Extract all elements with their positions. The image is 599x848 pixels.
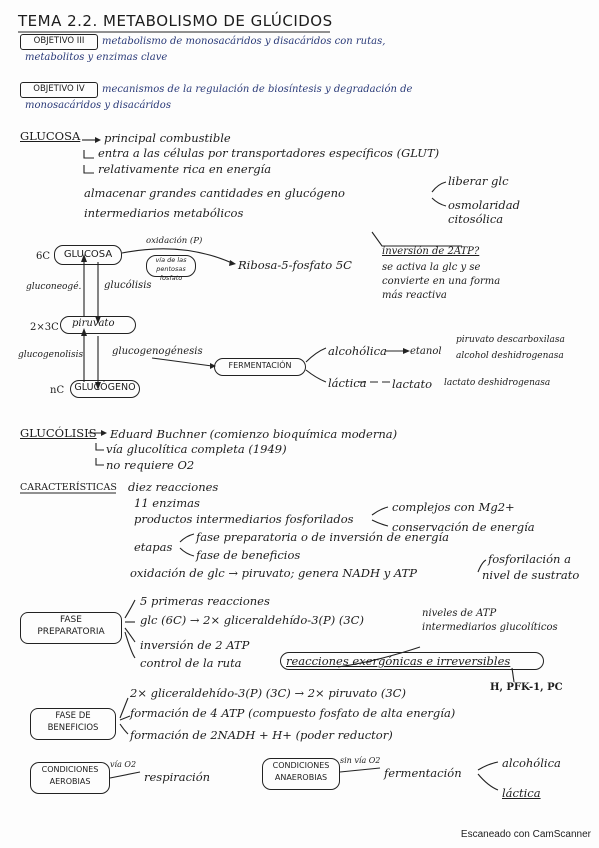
condiciones-anaerobias-label: CONDICIONES ANAEROBIAS [272,761,330,782]
glucolisis-label: glucólisis [104,280,152,291]
fase-beneficios-item: formación de 2NADH + H+ (poder reductor) [130,728,393,742]
fase-preparatoria-item: glc (6C) → 2× gliceraldehído-3(P) (3C) [140,613,364,627]
piruvato-box-label: piruvato [72,318,115,329]
glucogeno-carbon: nC [50,385,65,396]
fase-preparatoria-item: 5 primeras reacciones [140,594,270,608]
piruvato-enzyme: piruvato descarboxilasa [456,335,565,345]
control-enzymes: H, PFK-1, PC [490,682,563,693]
ribosa-label: Ribosa-5-fosfato 5C [238,258,352,272]
fermentacion-label: fermentación [384,766,462,780]
productos-branch-conservacion: conservación de energía [392,520,535,534]
fermentacion-box [214,358,306,376]
etapa-preparatoria: fase preparatoria o de inversión de ener… [196,530,450,544]
niveles-line2: intermediarios glucolíticos [422,622,558,633]
productos-branch-complejos: complejos con Mg2+ [392,500,515,514]
condiciones-anaerobias-box [262,758,340,790]
anaerobias-arrow-label: sin vía O2 [340,756,381,765]
alcohol-enzyme: alcohol deshidrogenasa [456,351,564,361]
reacciones-oval [280,652,544,670]
glucosa-item: relativamente rica en energía [98,162,272,176]
glucolisis-line1: Eduard Buchner (comienzo bioquímica mode… [110,427,398,441]
gluconeogenesis-label: gluconeogé. [26,282,82,292]
inversion-line2: convierte en una forma [382,276,501,287]
aerobias-arrow-label: vía O2 [110,760,137,769]
oxidacion-label: oxidación (P) [146,236,203,246]
glucosa-box-label: GLUCOSA [63,249,113,260]
glucogeno-box [70,380,140,398]
caracteristicas-oxidacion: oxidación de glc → piruvato; genera NADH… [130,566,417,580]
caracteristicas-productos: productos intermediarios fosforilados [134,512,354,526]
lactato-label: lactato [392,377,432,391]
niveles-line1: niveles de ATP [422,608,497,619]
caracteristicas-heading: CARACTERÍSTICAS [20,482,117,493]
piruvato-carbon: 2×3C [30,322,59,333]
cond-alcoholica-label: alcohólica [502,756,561,770]
glucosa-item: entra a las células por transportadores … [98,146,440,160]
caracteristicas-enzimas: 11 enzimas [134,496,200,510]
fosforilacion-line2: nivel de sustrato [482,568,580,582]
glucosa-carbon: 6C [36,251,51,262]
inversion-line3: más reactiva [382,290,447,301]
etanol-label: etanol [410,346,442,357]
scanner-footer: Escaneado con CamScanner [460,829,591,840]
objetivo-3-line2: metabolitos y enzimas clave [25,52,168,63]
objetivo-4-line1: mecanismos de la regulación de biosíntes… [102,84,413,95]
fermentacion-box-label: FERMENTACIÓN [228,361,292,370]
cond-lactica-label: láctica [502,786,541,800]
fase-preparatoria-label: FASE PREPARATORIA [37,615,105,637]
objetivo-4-box [20,82,98,98]
objetivo-4-line2: monosacáridos y disacáridos [25,100,171,111]
piruvato-box [60,316,136,334]
glucogenogenesis-label: glucogenogénesis [112,346,203,357]
glucosa-branch-liberar: liberar glc [448,174,509,188]
glucosa-box [54,245,122,265]
glucosa-branch-osmolaridad: osmolaridad citosólica [448,198,520,226]
pentosas-label: vía de las pentosas fosfato [155,256,187,282]
glucosa-item: principal combustible [104,131,231,145]
lactica-label: láctica [328,376,367,390]
glucolisis-line3: no requiere O2 [106,458,195,472]
caracteristicas-reacciones: diez reacciones [128,480,219,494]
page-title: TEMA 2.2. METABOLISMO DE GLÚCIDOS [18,12,333,30]
glucosa-item: intermediarios metabólicos [84,206,244,220]
reacciones-label: reacciones exergónicas e irreversibles [286,654,511,668]
condiciones-aerobias-label: CONDICIONES AEROBIAS [41,765,99,786]
lactato-enzyme: lactato deshidrogenasa [444,378,551,388]
glucogeno-box-label: GLUCÓGENO [74,382,136,393]
condiciones-aerobias-box [30,762,110,794]
etapa-beneficios: fase de beneficios [196,548,301,562]
glucolisis-heading: GLUCÓLISIS [20,426,97,440]
inversion-title: inversión de 2ATP? [382,246,480,257]
inversion-line1: se activa la glc y se [382,262,481,273]
objetivo-4-label: OBJETIVO IV [33,84,85,94]
objetivo-3-line1: metabolismo de monosacáridos y disacárid… [102,36,386,47]
glucogenolisis-label: glucogenolisis [18,350,84,360]
respiracion-label: respiración [144,770,211,784]
pentosas-box [146,255,196,277]
fosforilacion-line1: fosforilación a [488,552,571,566]
fase-preparatoria-item: inversión de 2 ATP [140,638,250,652]
fase-beneficios-item: formación de 4 ATP (compuesto fosfato de… [130,706,456,720]
objetivo-3-box [20,34,98,50]
glucosa-item: almacenar grandes cantidades en glucógen… [84,186,345,200]
fase-preparatoria-box [20,612,122,644]
fase-beneficios-box [30,708,116,740]
fase-beneficios-item: 2× gliceraldehído-3(P) (3C) → 2× piruvat… [130,686,406,700]
fase-preparatoria-item: control de la ruta [140,656,242,670]
alcoholica-label: alcohólica [328,344,387,358]
glucolisis-line2: vía glucolítica completa (1949) [106,442,287,456]
fase-beneficios-label: FASE DE BENEFICIOS [47,711,99,733]
glucosa-heading: GLUCOSA [20,129,81,143]
objetivo-3-label: OBJETIVO III [33,36,85,46]
caracteristicas-etapas: etapas [134,540,173,554]
